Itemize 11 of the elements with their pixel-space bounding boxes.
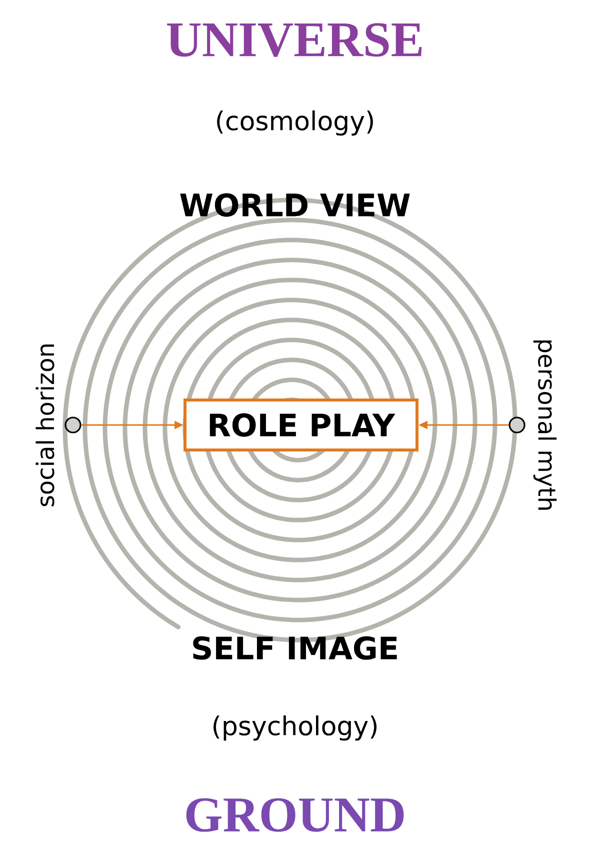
universe-title: UNIVERSE — [167, 23, 422, 57]
subtitle: (psychology) — [214, 715, 377, 741]
heading: WORLD VIEW — [180, 193, 410, 217]
heading: SELF IMAGE — [193, 636, 397, 660]
role-box: ROLE PLAY — [184, 398, 418, 452]
subtitle: (cosmology) — [217, 110, 373, 136]
ground-title: GROUND — [186, 798, 404, 832]
endpoint-circle — [64, 416, 82, 434]
side-label: social horizon — [36, 344, 54, 506]
endpoint-circle — [508, 416, 526, 434]
side-label: personal myth — [533, 340, 557, 510]
